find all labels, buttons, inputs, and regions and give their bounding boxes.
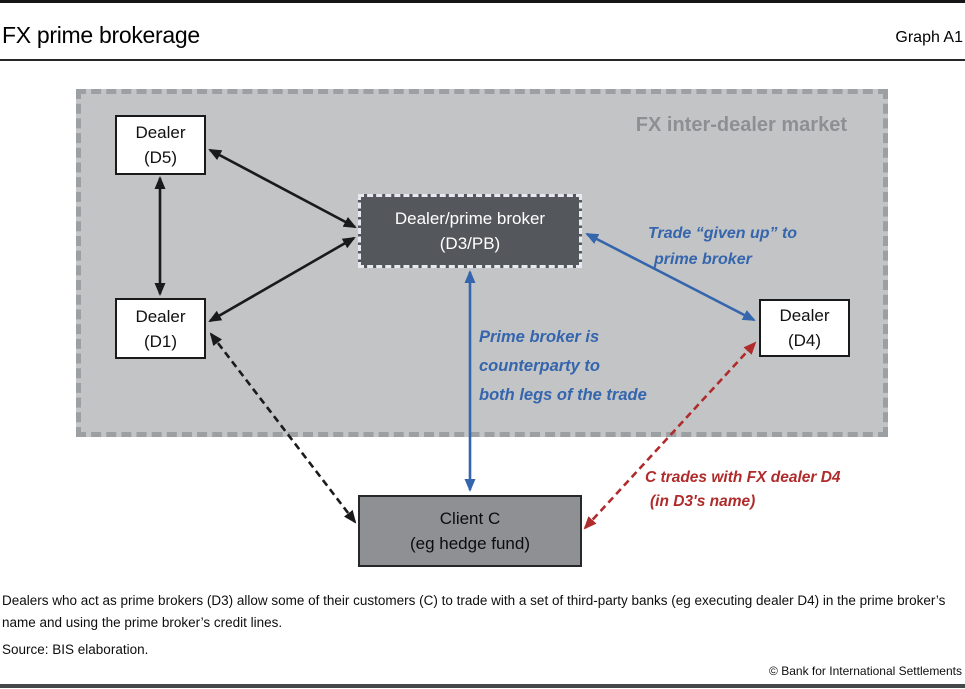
annotation-line: C trades with FX dealer D4 [645,469,841,486]
node-label: Dealer [779,306,830,325]
annotation-line: both legs of the trade [479,386,647,404]
node-label: Dealer [135,306,186,326]
node-label: Dealer [135,123,186,142]
header-divider [0,59,965,61]
node-dealer-d5: Dealer (D5) [115,115,206,175]
graph-number-label: Graph A1 [895,29,963,46]
source-note: Source: BIS elaboration. [2,642,149,657]
annotation-line: Trade “given up” to [648,225,798,242]
node-sublabel: (D3/PB) [439,234,501,253]
annotation-prime-broker-counterparty: Prime broker is counterparty to both leg… [479,323,647,410]
node-dealer-d4: Dealer (D4) [759,299,850,357]
figure-caption: Dealers who act as prime brokers (D3) al… [2,593,946,630]
copyright-notice: © Bank for International Settlements [769,664,962,678]
market-region-label: FX inter-dealer market [635,114,847,136]
node-label: Client C [439,509,501,528]
node-sublabel: (D5) [143,148,178,167]
annotation-line: counterparty to [479,357,601,375]
annotation-trade-given-up: Trade “given up” to prime broker [648,221,797,273]
annotation-line: (in D3's name) [650,493,756,510]
annotation-line: Prime broker is [479,328,600,346]
bottom-rule [0,684,965,688]
node-sublabel: (eg hedge fund) [409,534,531,553]
node-sublabel: (D4) [787,331,822,350]
page-title: FX prime brokerage [2,22,200,48]
node-label: Dealer/prime broker [394,209,546,228]
node-dealer-d1: Dealer (D1) [115,298,206,359]
node-dealer-prime-broker-d3pb: Dealer/prime broker (D3/PB) [358,194,582,268]
annotation-c-trades-with-d4: C trades with FX dealer D4 (in D3's name… [645,466,841,514]
node-client-c: Client C (eg hedge fund) [358,495,582,567]
top-rule [0,0,965,3]
annotation-line: prime broker [654,251,752,268]
node-sublabel: (D1) [143,331,178,351]
